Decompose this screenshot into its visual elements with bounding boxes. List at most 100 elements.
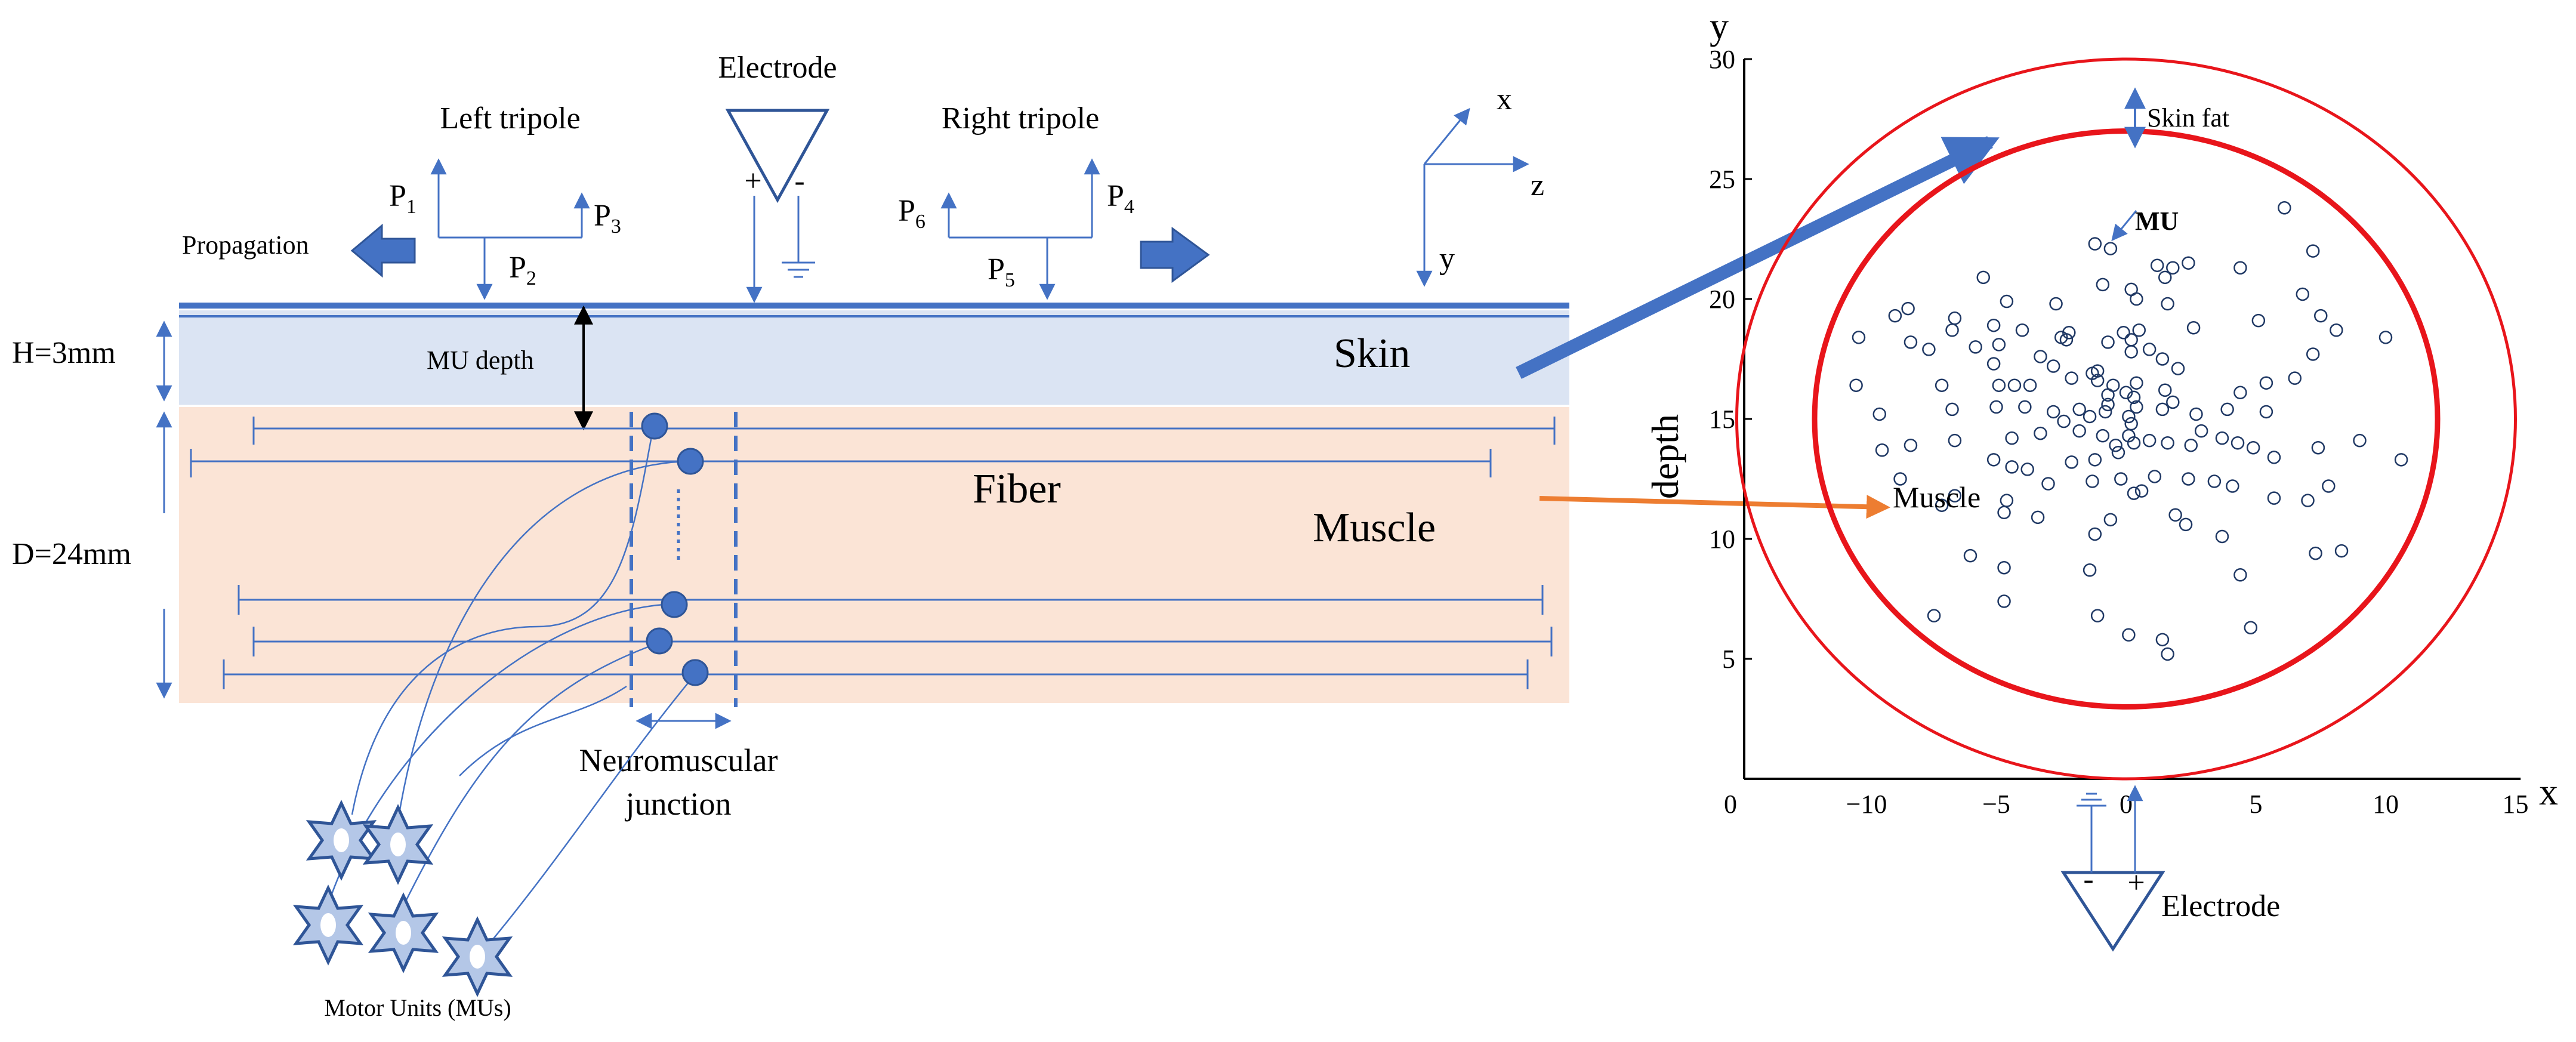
- y-axis-title: depth: [1644, 414, 1686, 499]
- skin-layer: [179, 310, 1569, 406]
- mu-point: [2267, 491, 2281, 505]
- mu-point: [2049, 297, 2063, 311]
- mu-point: [2088, 453, 2102, 467]
- mu-point: [1893, 472, 1907, 486]
- nmj-label-line2: junction: [625, 786, 732, 822]
- mu-point: [2301, 494, 2315, 507]
- mu-point: [2065, 455, 2078, 469]
- p2-label: P2: [509, 251, 536, 289]
- mu-point: [2127, 390, 2141, 405]
- mu-point: [2130, 376, 2143, 390]
- mu-point: [2259, 376, 2273, 390]
- mu-point: [2182, 256, 2195, 270]
- mu-point: [2020, 463, 2034, 476]
- mu-point: [1875, 443, 1889, 457]
- mu-point: [2194, 424, 2208, 438]
- mu-point: [2150, 258, 2164, 272]
- mu-point: [2148, 470, 2162, 483]
- mu-point: [2306, 244, 2320, 258]
- mu-point: [2182, 472, 2195, 486]
- mu-point: [2394, 453, 2408, 467]
- mu-point: [1969, 340, 1982, 354]
- nmj-label-line1: Neuromuscular: [579, 742, 778, 778]
- mu-point: [2098, 405, 2112, 419]
- endplate: [641, 412, 668, 440]
- mu-point: [2127, 486, 2141, 500]
- mu-point: [2034, 350, 2047, 363]
- mu-point: [1989, 400, 2003, 414]
- fibers: [190, 417, 1556, 689]
- x-tick-label: 0: [2120, 790, 2133, 819]
- mu-point: [2072, 402, 2086, 417]
- mu-point: [2132, 323, 2146, 337]
- mu-point: [2124, 417, 2138, 431]
- axis-y-label: y: [1439, 242, 1455, 276]
- mu-point: [2083, 409, 2097, 424]
- h-label: H=3mm: [12, 336, 116, 370]
- endplate: [681, 659, 709, 686]
- mu-point: [1849, 378, 1863, 392]
- mu-point: [2233, 568, 2247, 582]
- left-tripole: [430, 158, 590, 300]
- x-tick-label: −5: [1982, 790, 2010, 819]
- mu-point: [1901, 301, 1915, 316]
- mu-point: [2166, 261, 2180, 275]
- mu-point: [2134, 484, 2149, 498]
- mu-point: [2062, 326, 2076, 340]
- mu-point: [1945, 402, 1959, 417]
- x-tick-label: 5: [2250, 790, 2263, 819]
- y-tick-label: 30: [1709, 45, 1735, 74]
- mu-point: [2155, 633, 2170, 647]
- skin-fat-boundary: [1735, 57, 2517, 781]
- electrode-right: - + Electrode: [2060, 785, 2280, 952]
- mu-point: [2117, 326, 2130, 340]
- mu-point: [2296, 287, 2310, 301]
- mu-point: [2103, 513, 2118, 527]
- mu-point: [1904, 335, 1918, 349]
- mu-point: [2031, 510, 2045, 525]
- y-tick-label: 5: [1722, 645, 1735, 674]
- mu-point: [1927, 609, 1941, 622]
- mu-point: [2023, 378, 2037, 392]
- mu-point: [2101, 335, 2115, 349]
- svg-text:-: -: [794, 164, 804, 198]
- endplate: [677, 448, 704, 475]
- mu-point: [2155, 402, 2170, 417]
- mu-point: [1986, 318, 2001, 332]
- mu-point: [2142, 433, 2157, 448]
- mu-point: [2122, 628, 2136, 642]
- y-tick-label: 15: [1709, 405, 1735, 434]
- mu-point: [2088, 527, 2102, 541]
- mu-point: [2101, 397, 2115, 412]
- motor-endplates: [641, 412, 709, 686]
- longitudinal-view: H=3mm D=24mm MU depth Skin Fiber Muscle …: [12, 51, 1569, 1021]
- axis-x-label: x: [1497, 82, 1512, 116]
- mu-point: [2000, 494, 2014, 507]
- mu-point: [2353, 433, 2367, 448]
- mu-point: [2086, 474, 2099, 488]
- plot-circles: [1735, 57, 2517, 781]
- svg-text:+: +: [2127, 866, 2145, 900]
- p1-label: P1: [389, 179, 417, 218]
- mu-point: [1872, 407, 1886, 421]
- mu-point: [2122, 428, 2136, 443]
- mu-point: [2278, 201, 2291, 215]
- mu-point: [1922, 343, 1936, 356]
- fiber-label: Fiber: [973, 466, 1061, 512]
- mu-point: [2072, 424, 2086, 438]
- p4-label: P4: [1107, 179, 1134, 218]
- mu-point: [1935, 378, 1949, 392]
- mu-point: [1948, 311, 1962, 325]
- mu-point: [2311, 440, 2325, 455]
- coordinate-axes: [1416, 107, 1529, 287]
- mu-point: [2130, 400, 2143, 414]
- propagation-arrow-left: [350, 223, 416, 278]
- mu-point: [2166, 395, 2180, 409]
- muscle-boundary: [1812, 128, 2441, 710]
- mu-point: [1948, 489, 1962, 502]
- mu-point: [2103, 242, 2118, 255]
- mu-point: [2034, 426, 2047, 440]
- mu-point: [2378, 331, 2393, 344]
- p3-label: P3: [594, 199, 621, 238]
